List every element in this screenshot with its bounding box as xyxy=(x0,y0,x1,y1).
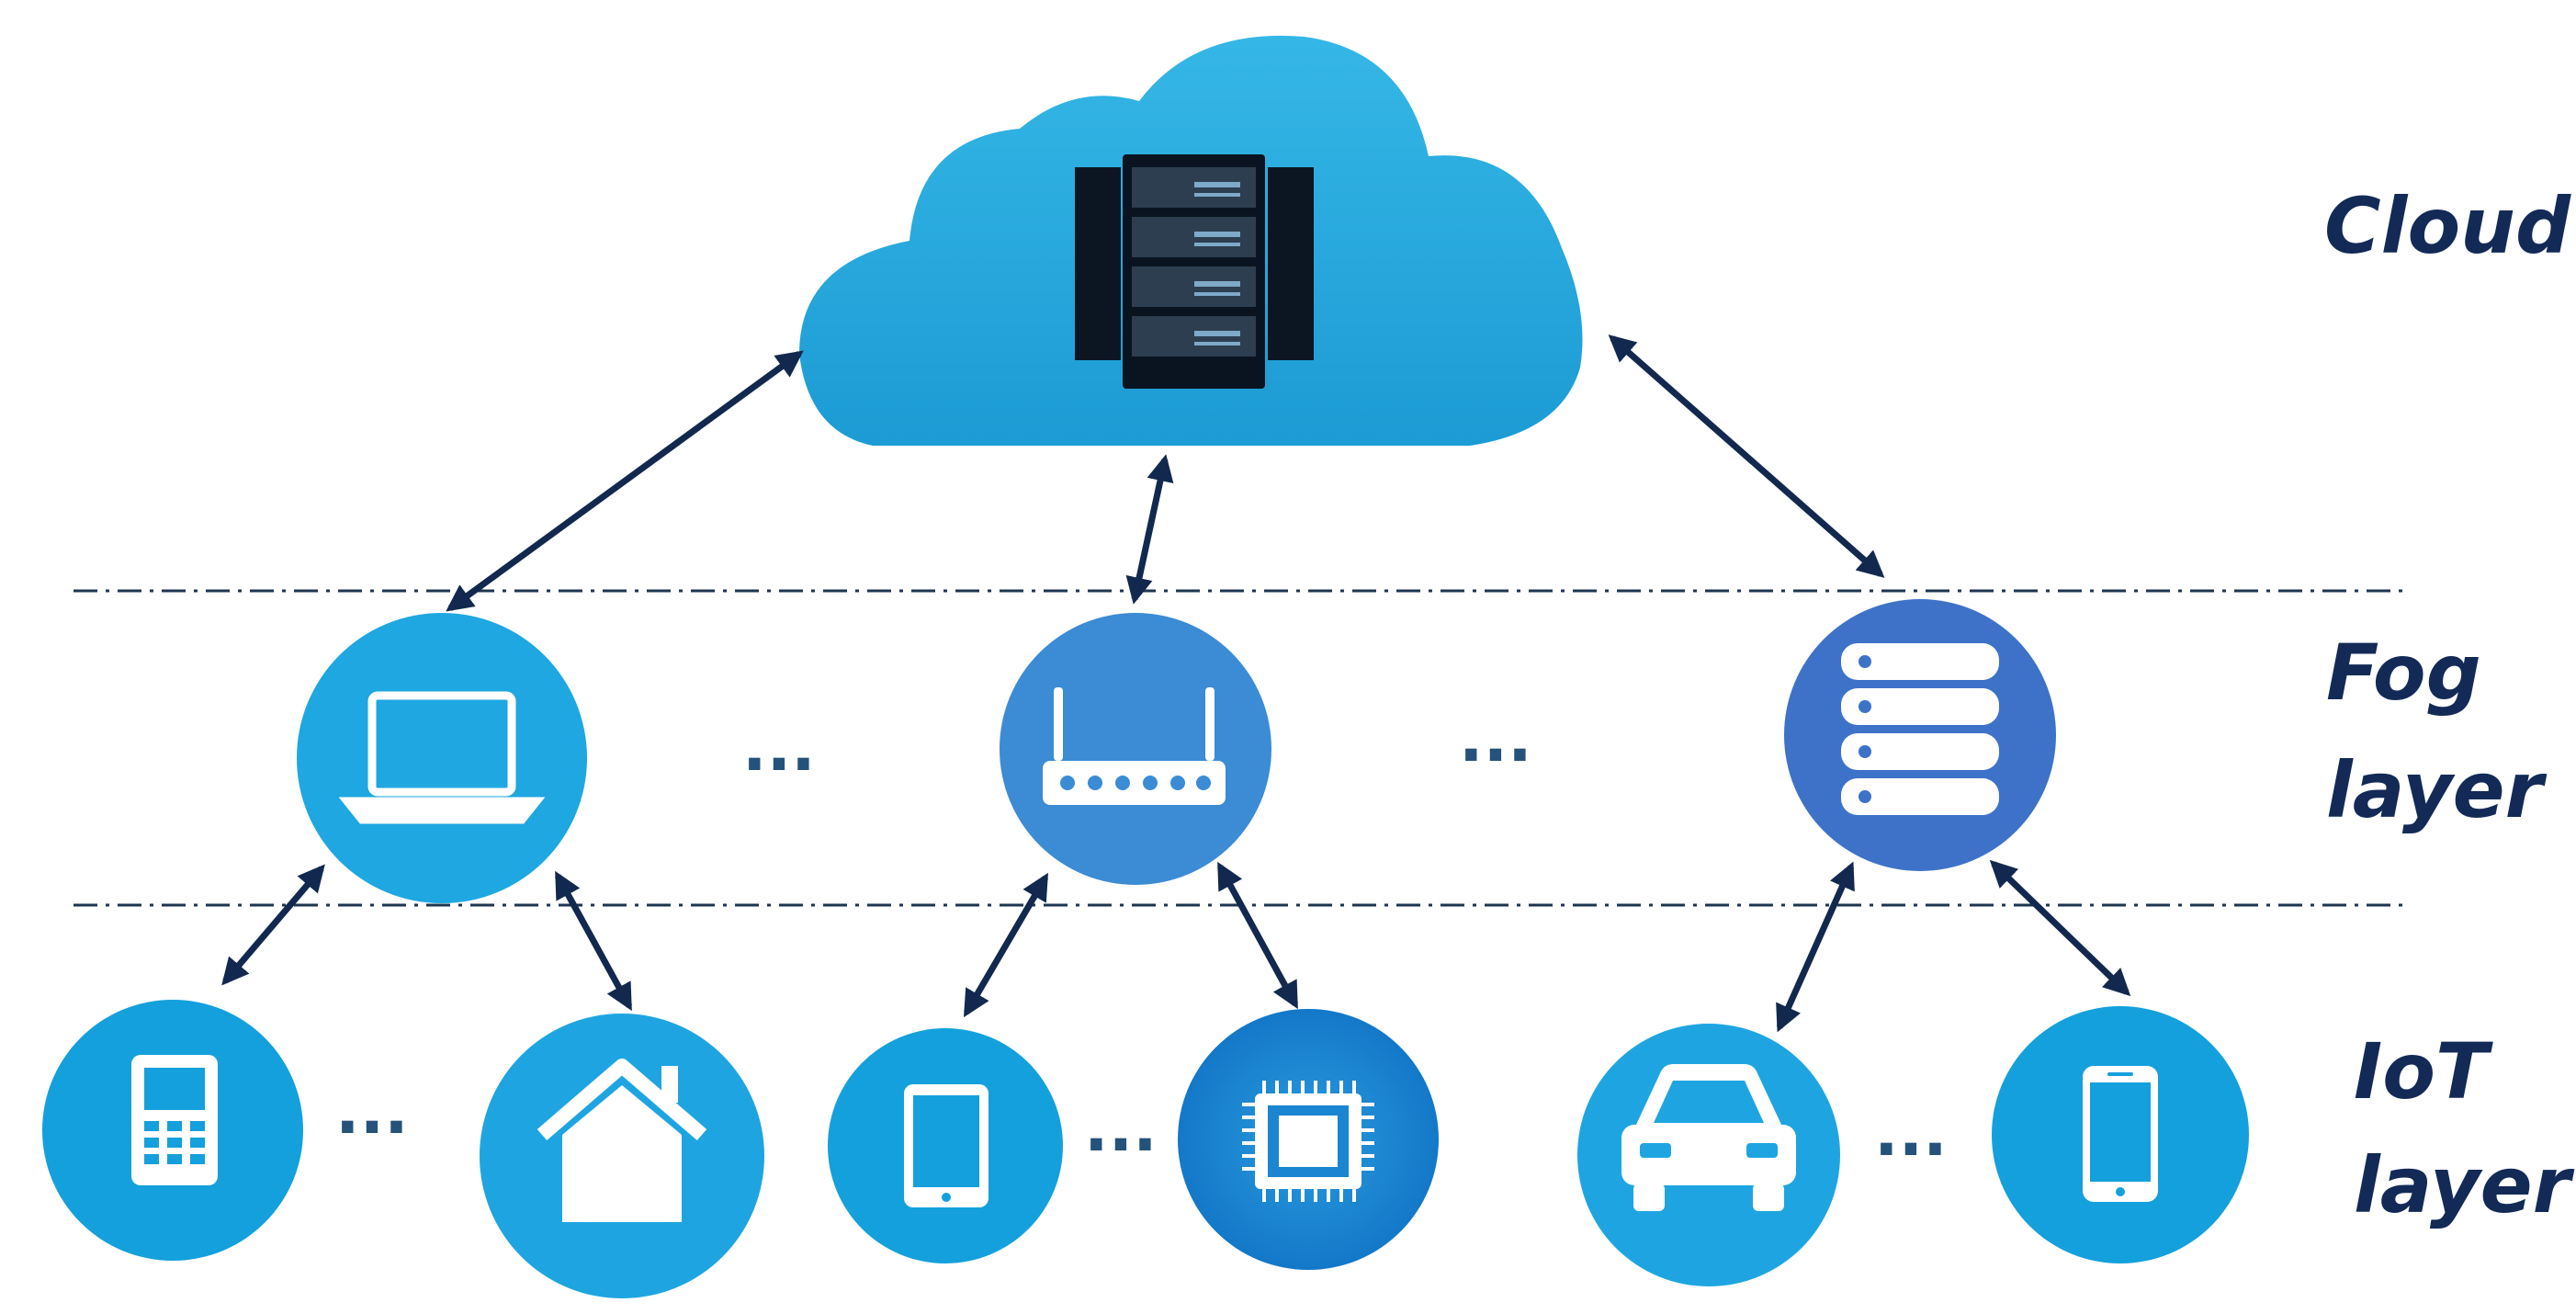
iot-ellipsis-3: ... xyxy=(1874,1095,1948,1171)
iot-node-feature-phone xyxy=(42,1000,303,1261)
iot-ellipsis-1: ... xyxy=(335,1073,409,1149)
fog-ellipsis-right: ... xyxy=(1459,701,1532,776)
server-rack-icon xyxy=(1075,154,1314,389)
iot-node-car xyxy=(1577,1024,1840,1286)
arrow-cloud-serverstack xyxy=(1608,334,1885,578)
cloud-layer-label: Cloud xyxy=(2324,181,2571,271)
iot-node-house xyxy=(480,1014,764,1298)
iot-layer-label-line2: layer xyxy=(2354,1140,2571,1230)
fog-node-laptop xyxy=(297,613,587,903)
arrow-router-tablet xyxy=(963,872,1049,1018)
arrow-laptop-house xyxy=(554,870,633,1012)
fog-iot-arrows xyxy=(221,859,2131,1033)
smartphone-icon xyxy=(2083,1066,2158,1202)
arrow-cloud-router xyxy=(1125,454,1174,605)
iot-node-chip xyxy=(1178,1009,1439,1270)
car-icon xyxy=(1621,1064,1796,1211)
tablet-icon xyxy=(904,1084,989,1207)
arrow-cloud-laptop xyxy=(446,350,804,612)
feature-phone-icon xyxy=(131,1055,218,1185)
iot-node-smartphone xyxy=(1992,1006,2249,1263)
cloud-node xyxy=(799,35,1583,446)
fog-node-server-stack xyxy=(1784,599,2056,871)
server-stack-icon xyxy=(1841,643,1999,815)
arrow-router-chip xyxy=(1216,861,1299,1010)
cloud-fog-arrows xyxy=(446,334,1885,612)
fog-layer-label-line2: layer xyxy=(2326,745,2544,835)
house-icon xyxy=(537,1059,707,1222)
arrow-serverstack-car xyxy=(1776,861,1855,1033)
iot-node-tablet xyxy=(828,1028,1063,1263)
fog-layer-label-line1: Fog xyxy=(2326,628,2481,718)
arrow-laptop-phone xyxy=(221,864,325,986)
iot-ellipsis-2: ... xyxy=(1084,1091,1158,1166)
router-icon xyxy=(1043,687,1226,805)
fog-ellipsis-left: ... xyxy=(742,710,816,786)
chip-icon xyxy=(1242,1081,1374,1202)
fog-node-router xyxy=(1000,613,1271,885)
laptop-icon xyxy=(338,691,546,824)
iot-layer-label-line1: IoT xyxy=(2354,1026,2489,1116)
arrow-serverstack-smartphone xyxy=(1989,859,2131,997)
